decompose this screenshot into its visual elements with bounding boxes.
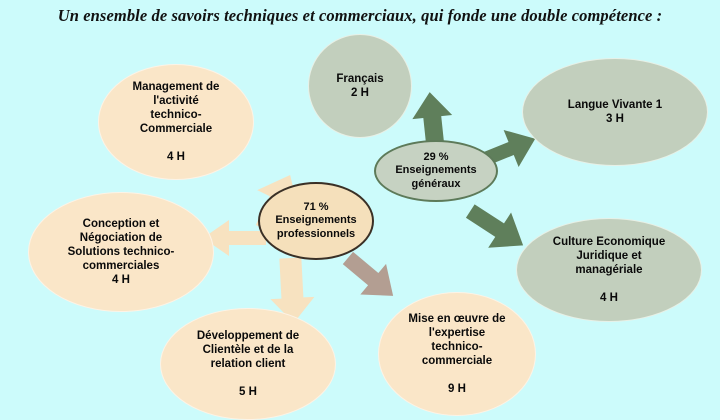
node-mise-en-oeuvre-label: Mise en œuvre de l'expertise technico- c… <box>408 312 506 396</box>
node-conception[interactable]: Conception et Négociation de Solutions t… <box>28 192 214 312</box>
node-langue-vivante[interactable]: Langue Vivante 1 3 H <box>522 58 708 166</box>
node-conception-label: Conception et Négociation de Solutions t… <box>67 217 175 287</box>
hub-enseignements-professionnels[interactable]: 71 % Enseignements professionnels <box>258 182 374 260</box>
arrow-professionnels-to-conception <box>203 220 266 256</box>
hub-professionnels-label: 71 % Enseignements professionnels <box>275 200 357 240</box>
arrow-generaux-to-culture-economique <box>465 183 524 248</box>
node-developpement[interactable]: Développement de Clientèle et de la rela… <box>160 308 336 420</box>
node-developpement-label: Développement de Clientèle et de la rela… <box>196 329 300 399</box>
node-management[interactable]: Management de l'activité technico- Comme… <box>98 64 254 180</box>
node-culture-economique-label: Culture Economique Juridique et managéri… <box>552 235 666 305</box>
hub-enseignements-generaux[interactable]: 29 % Enseignements généraux <box>374 140 498 202</box>
page-title: Un ensemble de savoirs techniques et com… <box>57 6 663 25</box>
node-management-label: Management de l'activité technico- Comme… <box>132 80 220 164</box>
arrow-professionnels-to-developpement <box>270 257 315 323</box>
arrow-generaux-to-langue-vivante <box>479 129 536 177</box>
node-culture-economique[interactable]: Culture Economique Juridique et managéri… <box>516 218 702 322</box>
node-francais[interactable]: Français 2 H <box>308 34 412 138</box>
node-francais-label: Français 2 H <box>336 72 384 99</box>
node-langue-vivante-label: Langue Vivante 1 3 H <box>567 98 663 125</box>
hub-generaux-label: 29 % Enseignements généraux <box>395 150 477 190</box>
node-mise-en-oeuvre[interactable]: Mise en œuvre de l'expertise technico- c… <box>378 292 536 416</box>
arrow-professionnels-to-mise-en-oeuvre <box>342 234 394 296</box>
